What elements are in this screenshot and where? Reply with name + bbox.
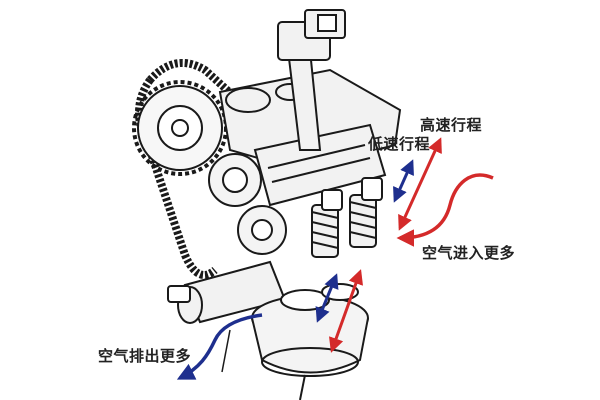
high-lift-arrow-lower (328, 269, 364, 353)
sensor-tower (277, 9, 346, 151)
camshaft-housing (218, 68, 402, 207)
timing-belt (135, 59, 263, 279)
exhaust-flow-arrow (176, 313, 263, 380)
high-speed-lift-label: 高速行程 (420, 116, 483, 134)
cam-gear (132, 80, 228, 176)
more-air-out-label: 空气排出更多 (98, 347, 192, 365)
low-lift-arrow-upper (393, 159, 414, 203)
variable-timing-gears (208, 153, 287, 255)
low-lift-arrow-lower (315, 273, 339, 323)
more-air-in-label: 空气进入更多 (422, 244, 516, 262)
intake-flow-arrow (396, 173, 494, 247)
low-speed-lift-label: 低速行程 (368, 135, 431, 153)
actuator-cylinder (167, 260, 287, 324)
valve-springs (311, 177, 383, 258)
high-lift-arrow-upper (398, 137, 442, 231)
